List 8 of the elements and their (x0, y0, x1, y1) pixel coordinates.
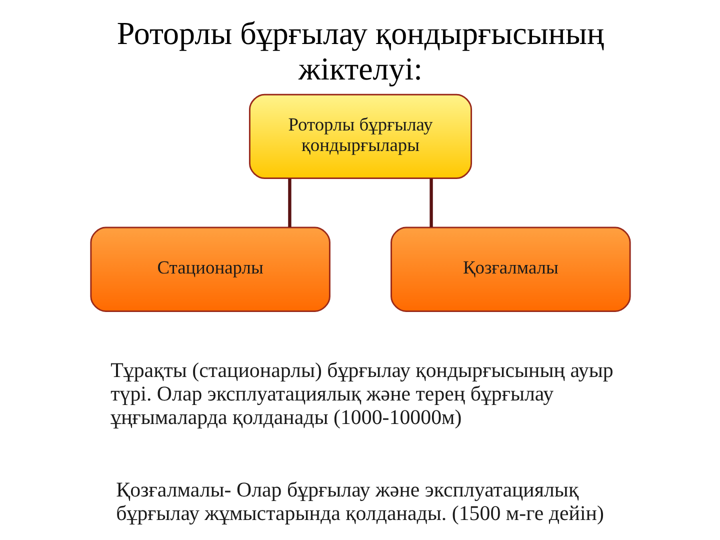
connector (288, 178, 291, 228)
label: Қозғалмалы- Олар бұрғылау және эксплуатациялық бұрғылау жұмыстарында қолданады. (1500 м-ге дейін) (116, 478, 604, 526)
connector (429, 178, 432, 228)
label: Тұрақты (стационарлы) бұрғылау қондырғысының ауыр түрі. Олар эксплуатациялық және терең бұрғылау ұңғымаларда қолданады (1000-10000м) (110, 358, 613, 429)
diagram-title: Роторлы бұрғылау қондырғысының жіктелуі: (116, 14, 604, 87)
node-box: Стационарлы (90, 226, 330, 312)
node-box: Роторлы бұрғылау қондырғылары (248, 94, 472, 180)
node-box: Қозғалмалы (390, 226, 630, 312)
